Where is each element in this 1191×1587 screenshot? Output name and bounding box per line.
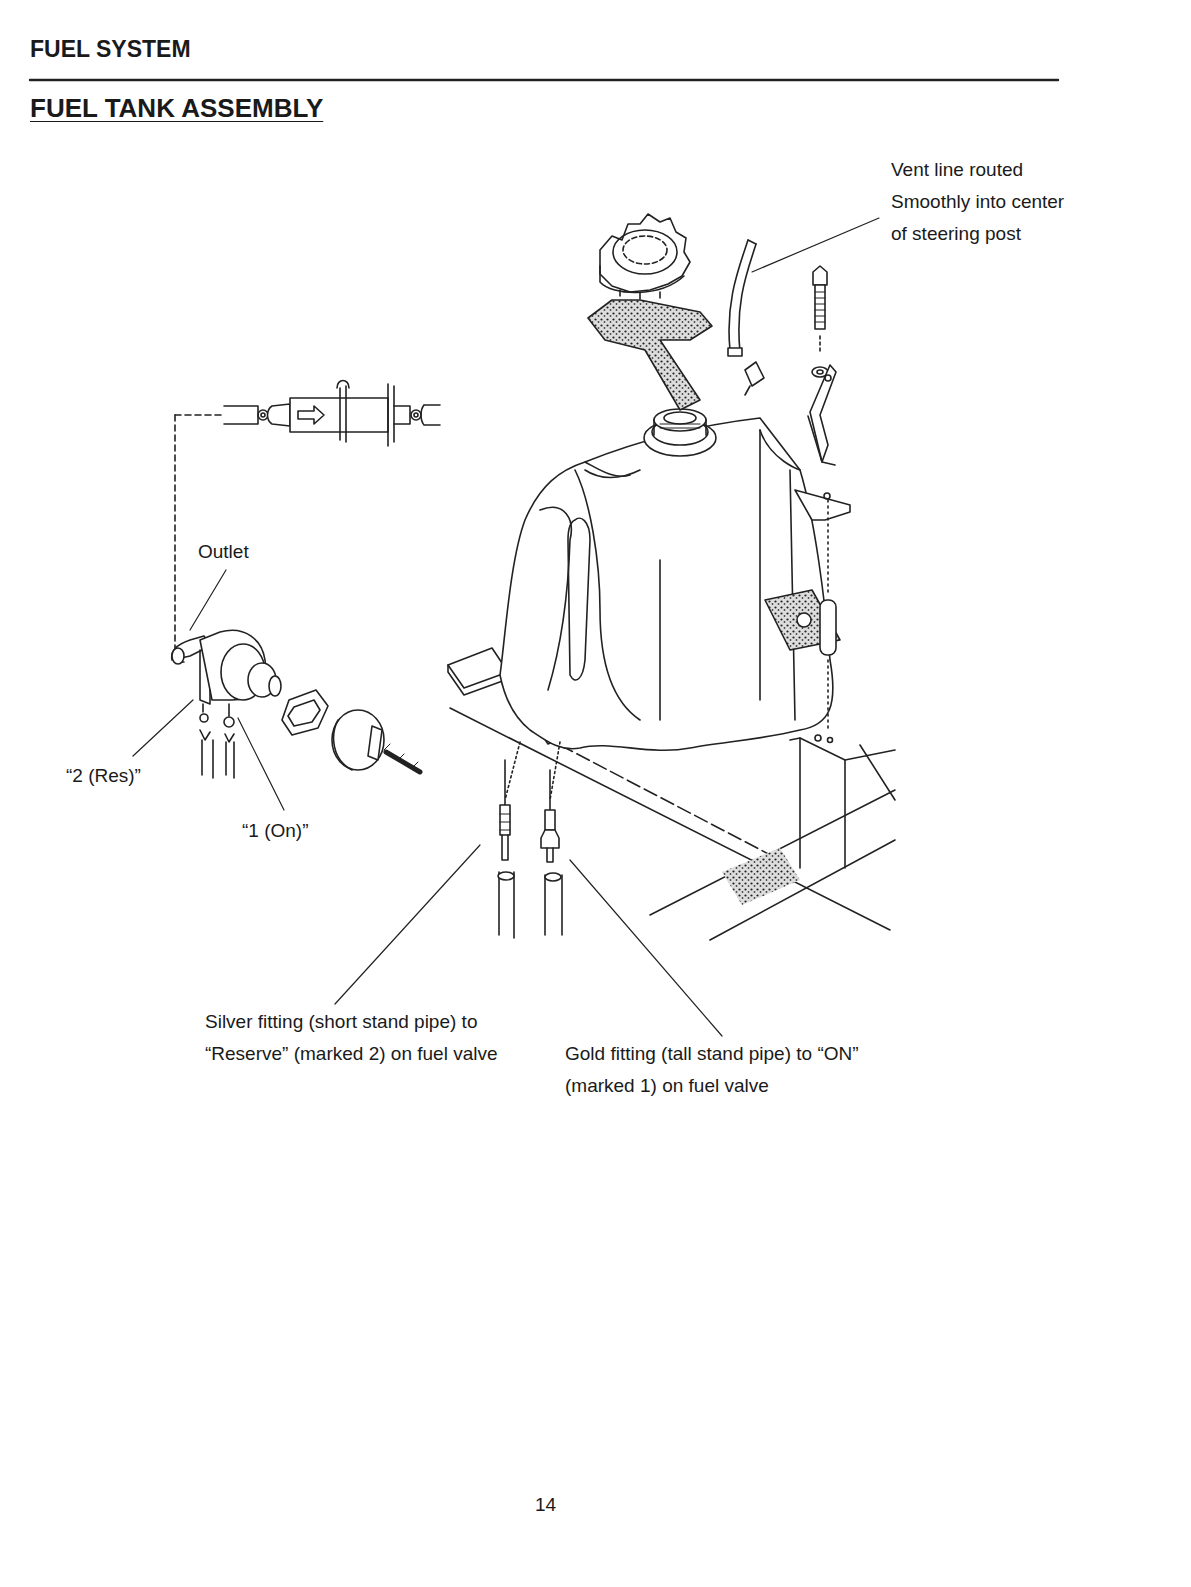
fuel-cap bbox=[600, 214, 690, 299]
section-header: FUEL SYSTEM bbox=[30, 36, 191, 64]
callout-note: Silver fitting (short stand pipe) to “Re… bbox=[205, 1006, 510, 1070]
callout-note: Vent line routed Smoothly into center of… bbox=[891, 154, 1069, 250]
part-label: “2 (Res)” bbox=[66, 760, 141, 792]
callout-note: Gold fitting (tall stand pipe) to “ON” (… bbox=[565, 1038, 877, 1102]
part-label: Outlet bbox=[198, 536, 249, 568]
foam-strip bbox=[588, 300, 712, 410]
fuel-valve bbox=[172, 630, 420, 778]
fuel-tank bbox=[500, 409, 850, 750]
bolt bbox=[808, 266, 836, 730]
tank-fittings bbox=[498, 742, 562, 938]
header-rule bbox=[30, 79, 1058, 82]
section-title: FUEL TANK ASSEMBLY bbox=[30, 93, 323, 124]
page-number: 14 bbox=[535, 1489, 556, 1521]
fuel-filter bbox=[175, 381, 440, 663]
vent-hose bbox=[728, 240, 764, 395]
leader-lines bbox=[133, 218, 879, 1036]
part-label: “1 (On)” bbox=[242, 815, 309, 847]
